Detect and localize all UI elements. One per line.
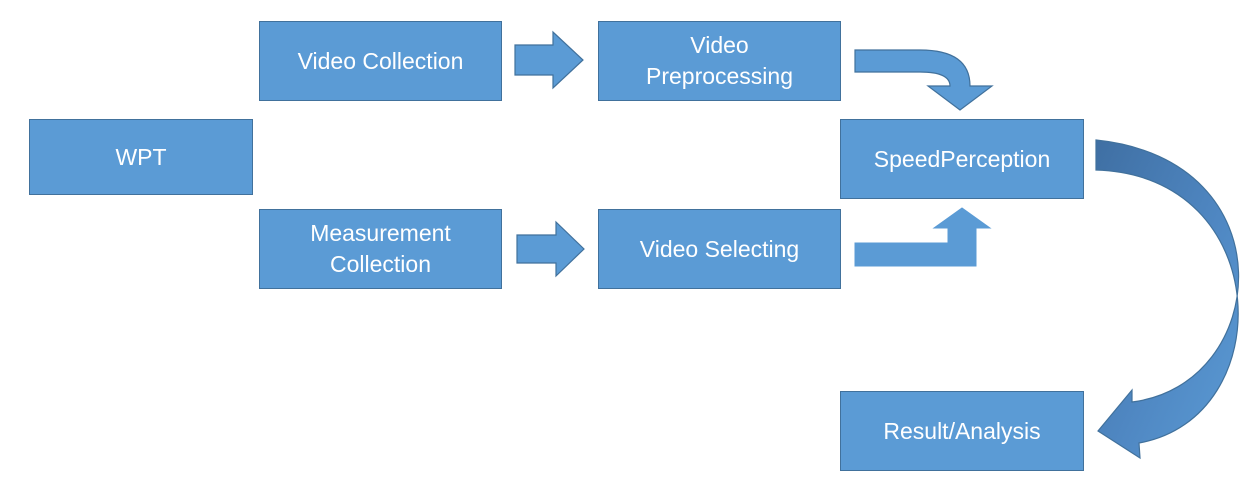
arrow-collection-to-preprocessing <box>514 30 584 90</box>
node-video-preprocessing: Video Preprocessing <box>598 21 841 101</box>
curved-arrow-speedperception-to-result <box>1095 139 1240 460</box>
node-wpt: WPT <box>29 119 253 195</box>
node-result-analysis: Result/Analysis <box>840 391 1084 471</box>
node-video-collection: Video Collection <box>259 21 502 101</box>
arrow-measurement-to-selecting <box>516 220 585 278</box>
node-video-selecting: Video Selecting <box>598 209 841 289</box>
bent-arrow-preprocessing-to-speedperception <box>854 49 994 111</box>
node-speedperception: SpeedPerception <box>840 119 1084 199</box>
bent-arrow-selecting-to-speedperception <box>854 207 992 267</box>
node-measurement-collection: Measurement Collection <box>259 209 502 289</box>
